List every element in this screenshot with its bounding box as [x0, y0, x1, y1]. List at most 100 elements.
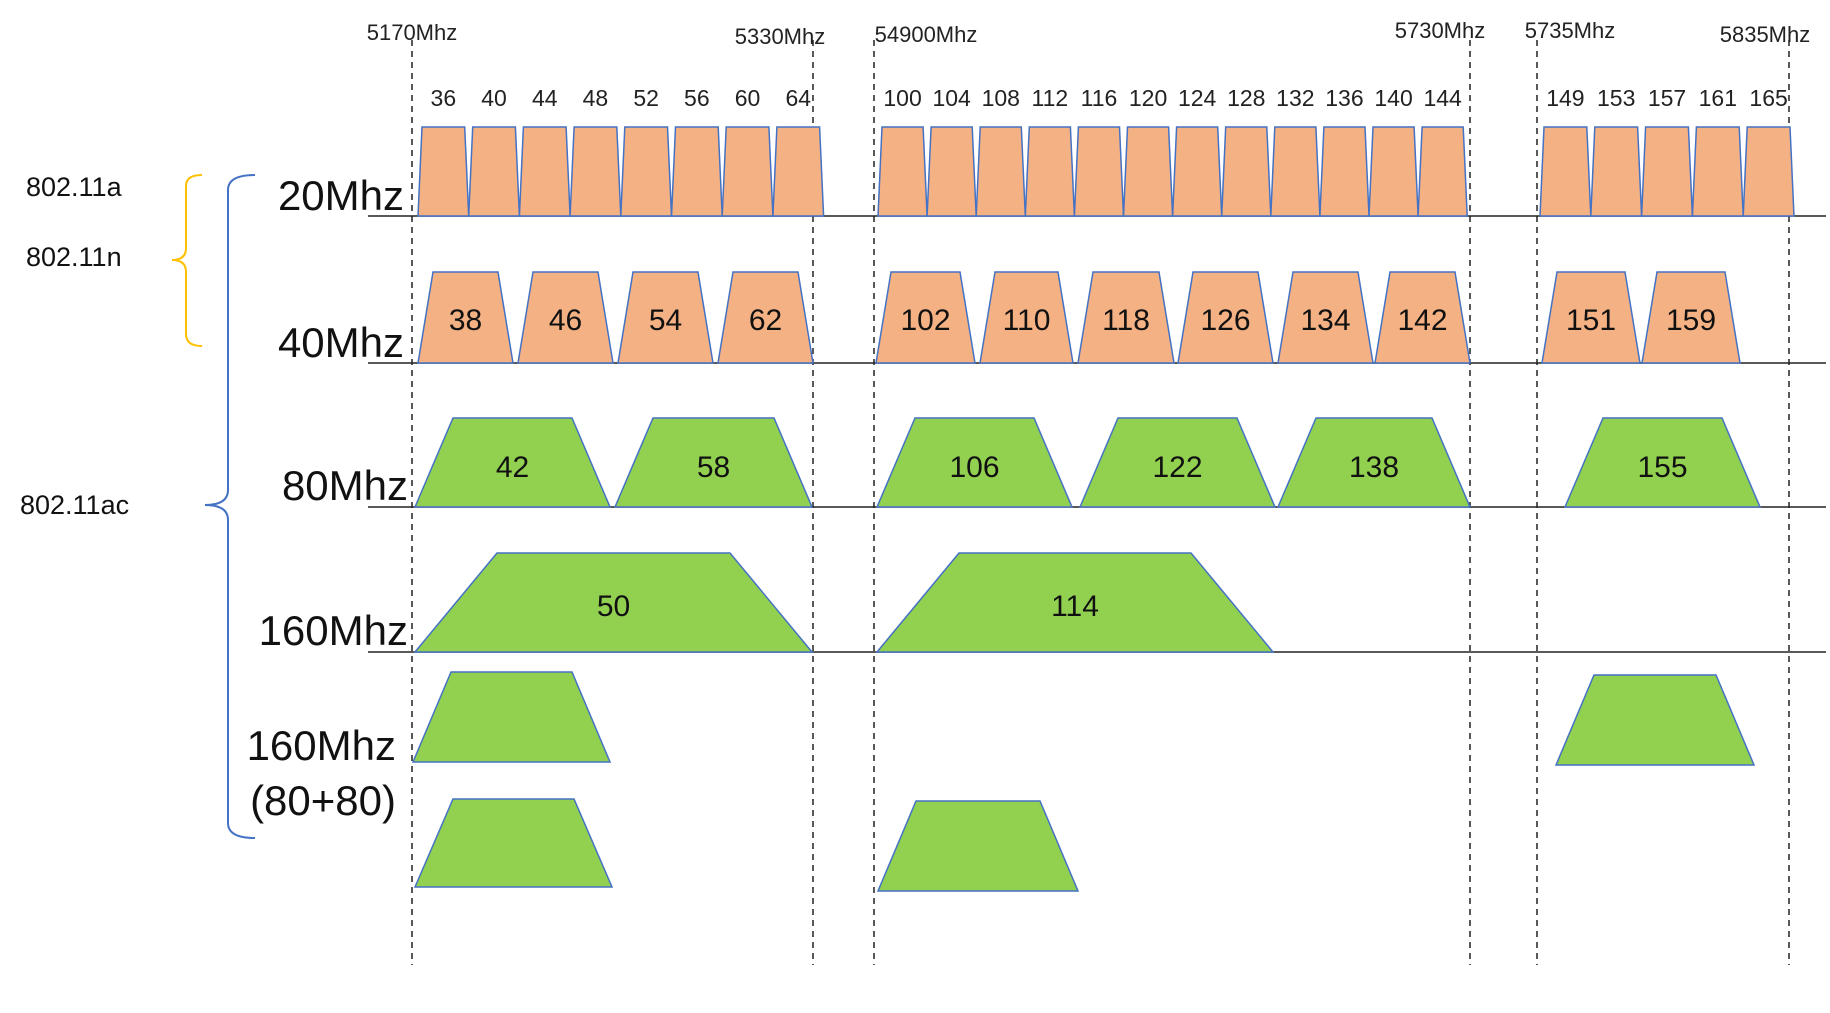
channel-80mhz: [1078, 417, 1277, 508]
channel-20mhz-number: 48: [583, 85, 609, 111]
channel-20mhz: [1024, 126, 1076, 217]
bandwidth-label: 40Mhz: [278, 319, 404, 366]
channel-20mhz-number: 40: [481, 85, 507, 111]
bracket-80211ac: [204, 174, 256, 839]
channel-20mhz: [1122, 126, 1174, 217]
channel-80mhz-number: 58: [697, 451, 730, 484]
channel-20mhz: [721, 126, 774, 217]
channel-20mhz: [877, 126, 928, 217]
channel-20mhz-number: 128: [1227, 85, 1265, 111]
channel-20mhz-number: 108: [982, 85, 1020, 111]
channel-40mhz: [417, 271, 514, 364]
channel-40mhz-number: 46: [549, 304, 582, 337]
channel-20mhz-number: 140: [1374, 85, 1412, 111]
channel-80mhz: [413, 417, 612, 508]
channel-20mhz-number: 100: [883, 85, 921, 111]
channel-80plus80-block: [1554, 674, 1756, 766]
channel-20mhz-number: 52: [633, 85, 659, 111]
channel-160mhz-number: 50: [597, 590, 630, 623]
channel-40mhz-number: 159: [1666, 304, 1716, 337]
channel-40mhz: [1641, 271, 1741, 364]
channel-40mhz-number: 134: [1300, 304, 1350, 337]
channel-20mhz: [1270, 126, 1321, 217]
bandwidth-label: 80Mhz: [282, 462, 408, 509]
channel-20mhz: [417, 126, 470, 217]
channel-80plus80-block: [411, 671, 612, 763]
channel-40mhz: [717, 271, 814, 364]
channel-20mhz-number: 120: [1129, 85, 1167, 111]
channel-20mhz: [1742, 126, 1795, 217]
frequency-label: 54900Mhz: [875, 22, 978, 47]
channel-40mhz: [1374, 271, 1471, 364]
channel-40mhz: [1277, 271, 1374, 364]
channel-20mhz-number: 144: [1423, 85, 1462, 111]
bandwidth-label: 20Mhz: [278, 172, 404, 219]
frequency-label: 5730Mhz: [1395, 18, 1486, 43]
channel-40mhz: [617, 271, 714, 364]
channel-80mhz-number: 122: [1152, 451, 1202, 484]
bracket-80211a-n: [171, 174, 203, 347]
channel-80mhz: [1276, 417, 1472, 508]
channel-40mhz-number: 118: [1102, 304, 1150, 337]
channel-40mhz-number: 151: [1566, 304, 1616, 337]
frequency-label: 5170Mhz: [367, 20, 458, 45]
channel-20mhz-number: 36: [431, 85, 457, 111]
channel-20mhz: [1368, 126, 1419, 217]
channel-20mhz: [926, 126, 977, 217]
channel-40mhz: [1077, 271, 1175, 364]
channel-80plus80-block: [876, 800, 1080, 892]
channel-20mhz-number: 60: [735, 85, 761, 111]
channel-40mhz-number: 54: [649, 304, 682, 337]
channel-20mhz-number: 149: [1546, 85, 1584, 111]
channel-20mhz: [1539, 126, 1592, 217]
frequency-label: 5835Mhz: [1720, 22, 1811, 47]
channel-80mhz-number: 155: [1637, 451, 1687, 484]
channel-20mhz: [1417, 126, 1468, 217]
channel-80mhz-number: 42: [496, 451, 529, 484]
channel-80mhz-number: 138: [1349, 451, 1399, 484]
standard-label: 802.11a: [26, 172, 123, 202]
channel-20mhz: [1590, 126, 1643, 217]
channel-20mhz-number: 132: [1276, 85, 1314, 111]
channel-40mhz: [1177, 271, 1274, 364]
channel-20mhz-number: 165: [1749, 85, 1787, 111]
channel-20mhz: [1691, 126, 1744, 217]
channel-20mhz-number: 161: [1699, 85, 1737, 111]
channel-20mhz-number: 64: [785, 85, 811, 111]
channel-20mhz-number: 112: [1032, 85, 1069, 111]
channel-80mhz-number: 106: [949, 451, 999, 484]
channel-40mhz: [517, 271, 614, 364]
channel-20mhz: [1319, 126, 1370, 217]
channel-40mhz: [1541, 271, 1641, 364]
channel-20mhz: [975, 126, 1027, 217]
channel-20mhz: [569, 126, 622, 217]
channel-20mhz-number: 124: [1178, 85, 1217, 111]
channel-40mhz: [875, 271, 976, 364]
channel-80mhz: [875, 417, 1074, 508]
channel-20mhz-number: 56: [684, 85, 710, 111]
channel-20mhz: [772, 126, 825, 217]
channel-160mhz: [875, 552, 1275, 653]
channel-20mhz: [1073, 126, 1125, 217]
channel-40mhz-number: 38: [449, 304, 482, 337]
channel-80mhz: [1563, 417, 1762, 508]
channel-20mhz: [467, 126, 521, 217]
channel-40mhz-number: 110: [1003, 304, 1051, 337]
channel-20mhz: [518, 126, 571, 217]
channel-20mhz-number: 157: [1648, 85, 1686, 111]
channel-20mhz-number: 153: [1597, 85, 1635, 111]
standard-label: 802.11n: [26, 242, 122, 272]
channel-20mhz: [1640, 126, 1694, 217]
channel-20mhz-number: 104: [932, 85, 971, 111]
channel-20mhz: [620, 126, 673, 217]
channel-80plus80-block: [413, 798, 614, 888]
channel-40mhz-number: 142: [1397, 304, 1447, 337]
channel-20mhz: [670, 126, 723, 217]
bandwidth-label: (80+80): [250, 777, 396, 824]
channel-20mhz-number: 116: [1081, 85, 1118, 111]
standard-label: 802.11ac: [20, 490, 129, 520]
channel-80mhz: [613, 417, 814, 508]
channel-20mhz-number: 44: [532, 85, 558, 111]
